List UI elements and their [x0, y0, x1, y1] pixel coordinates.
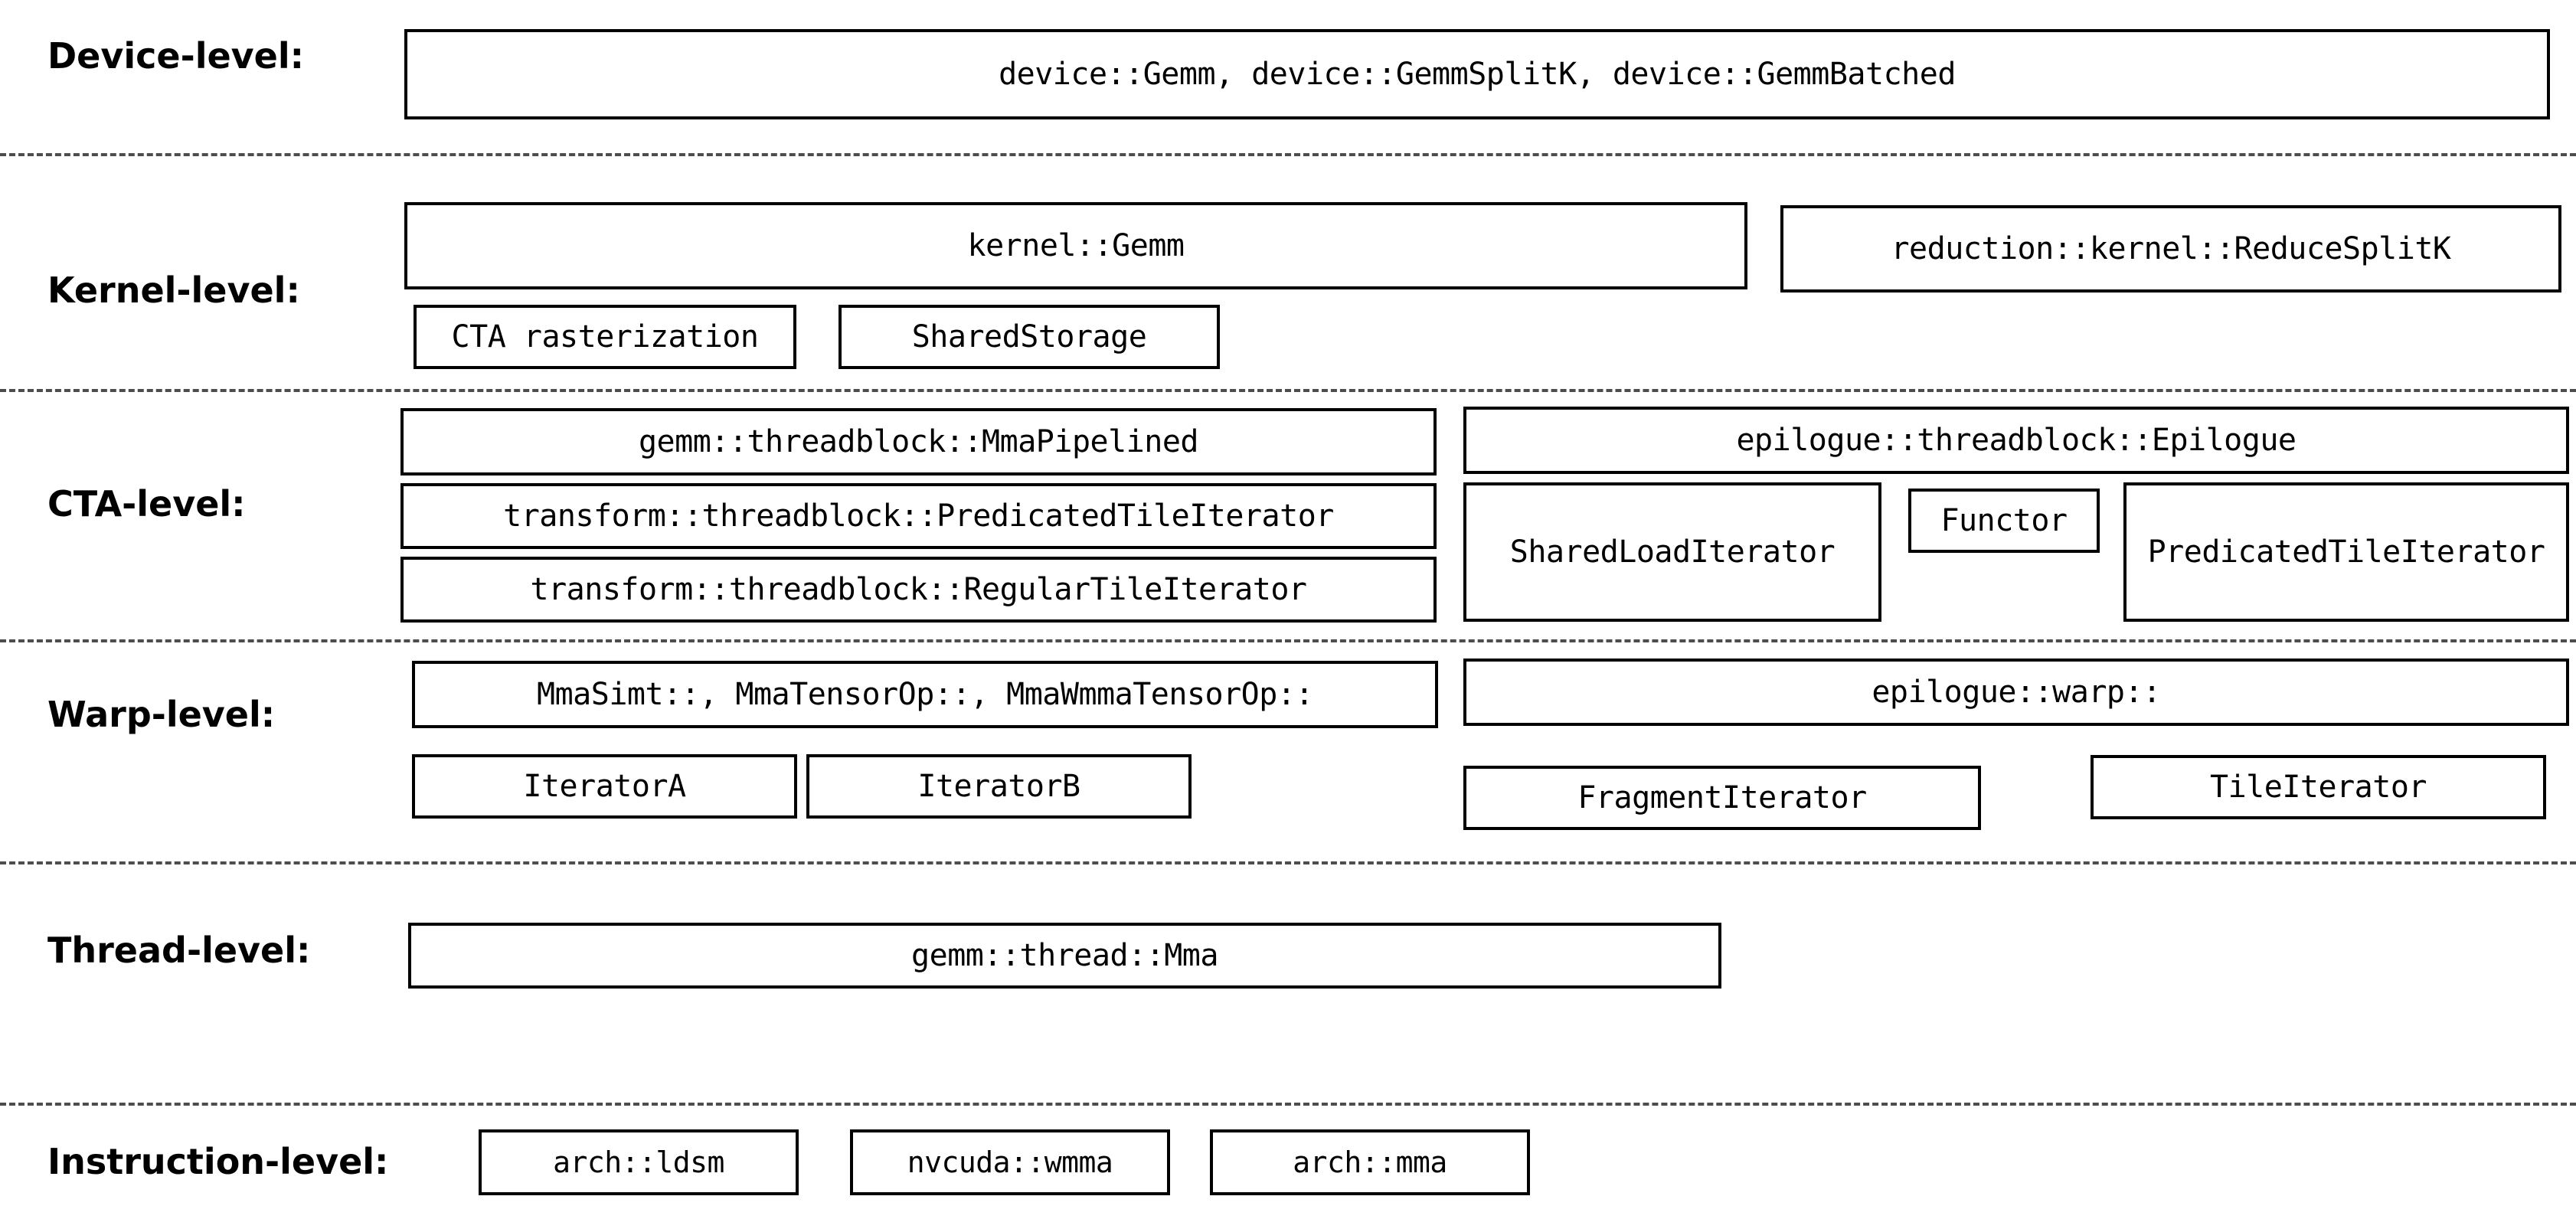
box-iterator-b[interactable]: IteratorB [806, 754, 1192, 819]
separator-kernel-cta [0, 389, 2576, 392]
box-gemm-thread-mma[interactable]: gemm::thread::Mma [408, 923, 1721, 989]
box-reduction-kernel-reducesplitk[interactable]: reduction::kernel::ReduceSplitK [1780, 205, 2561, 292]
box-device-gemm-label: device::Gemm, device::GemmSplitK, device… [999, 57, 1956, 92]
box-epilogue-warp-label: epilogue::warp:: [1872, 675, 2161, 710]
box-transform-threadblock-regulartileiterator-label: transform::threadblock::RegularTileItera… [530, 572, 1307, 607]
box-arch-mma[interactable]: arch::mma [1210, 1129, 1530, 1195]
box-shared-load-iterator-label: SharedLoadIterator [1509, 534, 1836, 570]
row-label-thread-level: Thread-level: [47, 930, 311, 971]
separator-cta-warp [0, 639, 2576, 642]
box-fragment-iterator[interactable]: FragmentIterator [1463, 766, 1981, 830]
box-epilogue-predicatedtileiterator[interactable]: PredicatedTileIterator [2123, 482, 2569, 622]
box-kernel-gemm-label: kernel::Gemm [967, 228, 1185, 263]
box-warp-mma-variants-label: MmaSimt::, MmaTensorOp::, MmaWmmaTensorO… [536, 677, 1314, 712]
box-iterator-b-label: IteratorB [917, 769, 1080, 804]
box-epilogue-warp[interactable]: epilogue::warp:: [1463, 659, 2569, 726]
box-nvcuda-wmma-label: nvcuda::wmma [907, 1145, 1113, 1179]
box-arch-mma-label: arch::mma [1293, 1145, 1447, 1179]
box-functor-label: Functor [1940, 503, 2068, 538]
box-nvcuda-wmma[interactable]: nvcuda::wmma [850, 1129, 1170, 1195]
row-label-kernel-level: Kernel-level: [47, 270, 300, 311]
box-gemm-threadblock-mmapipelined[interactable]: gemm::threadblock::MmaPipelined [400, 408, 1437, 476]
box-gemm-thread-mma-label: gemm::thread::Mma [911, 938, 1218, 973]
row-label-instruction-level: Instruction-level: [47, 1141, 389, 1182]
row-label-warp-level: Warp-level: [47, 694, 276, 735]
box-tile-iterator[interactable]: TileIterator [2091, 755, 2546, 819]
box-tile-iterator-label: TileIterator [2210, 770, 2427, 805]
box-fragment-iterator-label: FragmentIterator [1577, 780, 1867, 815]
box-arch-ldsm[interactable]: arch::ldsm [479, 1129, 799, 1195]
box-transform-threadblock-regulartileiterator[interactable]: transform::threadblock::RegularTileItera… [400, 557, 1437, 623]
box-kernel-gemm[interactable]: kernel::Gemm [404, 202, 1747, 289]
box-iterator-a-label: IteratorA [523, 769, 686, 804]
box-gemm-threadblock-mmapipelined-label: gemm::threadblock::MmaPipelined [638, 424, 1199, 459]
row-label-cta-level: CTA-level: [47, 483, 246, 525]
box-epilogue-predicatedtileiterator-label: PredicatedTileIterator [2147, 534, 2545, 570]
box-reduction-kernel-reducesplitk-label: reduction::kernel::ReduceSplitK [1891, 231, 2451, 266]
box-functor[interactable]: Functor [1908, 489, 2100, 553]
box-epilogue-threadblock-epilogue-label: epilogue::threadblock::Epilogue [1736, 423, 2296, 458]
box-shared-load-iterator[interactable]: SharedLoadIterator [1463, 482, 1881, 622]
box-iterator-a[interactable]: IteratorA [412, 754, 797, 819]
box-cta-rasterization-label: CTA rasterization [451, 319, 759, 355]
box-shared-storage-label: SharedStorage [911, 319, 1147, 355]
box-device-gemm[interactable]: device::Gemm, device::GemmSplitK, device… [404, 29, 2550, 119]
box-shared-storage[interactable]: SharedStorage [839, 305, 1220, 369]
box-transform-threadblock-predicatedtileiterator[interactable]: transform::threadblock::PredicatedTileIt… [400, 483, 1437, 549]
separator-thread-instruction [0, 1103, 2576, 1106]
box-epilogue-threadblock-epilogue[interactable]: epilogue::threadblock::Epilogue [1463, 407, 2569, 474]
box-arch-ldsm-label: arch::ldsm [553, 1145, 724, 1179]
row-label-device-level: Device-level: [47, 35, 305, 77]
box-warp-mma-variants[interactable]: MmaSimt::, MmaTensorOp::, MmaWmmaTensorO… [412, 661, 1438, 728]
box-transform-threadblock-predicatedtileiterator-label: transform::threadblock::PredicatedTileIt… [503, 498, 1334, 534]
separator-warp-thread [0, 861, 2576, 864]
separator-device-kernel [0, 153, 2576, 156]
box-cta-rasterization[interactable]: CTA rasterization [414, 305, 796, 369]
